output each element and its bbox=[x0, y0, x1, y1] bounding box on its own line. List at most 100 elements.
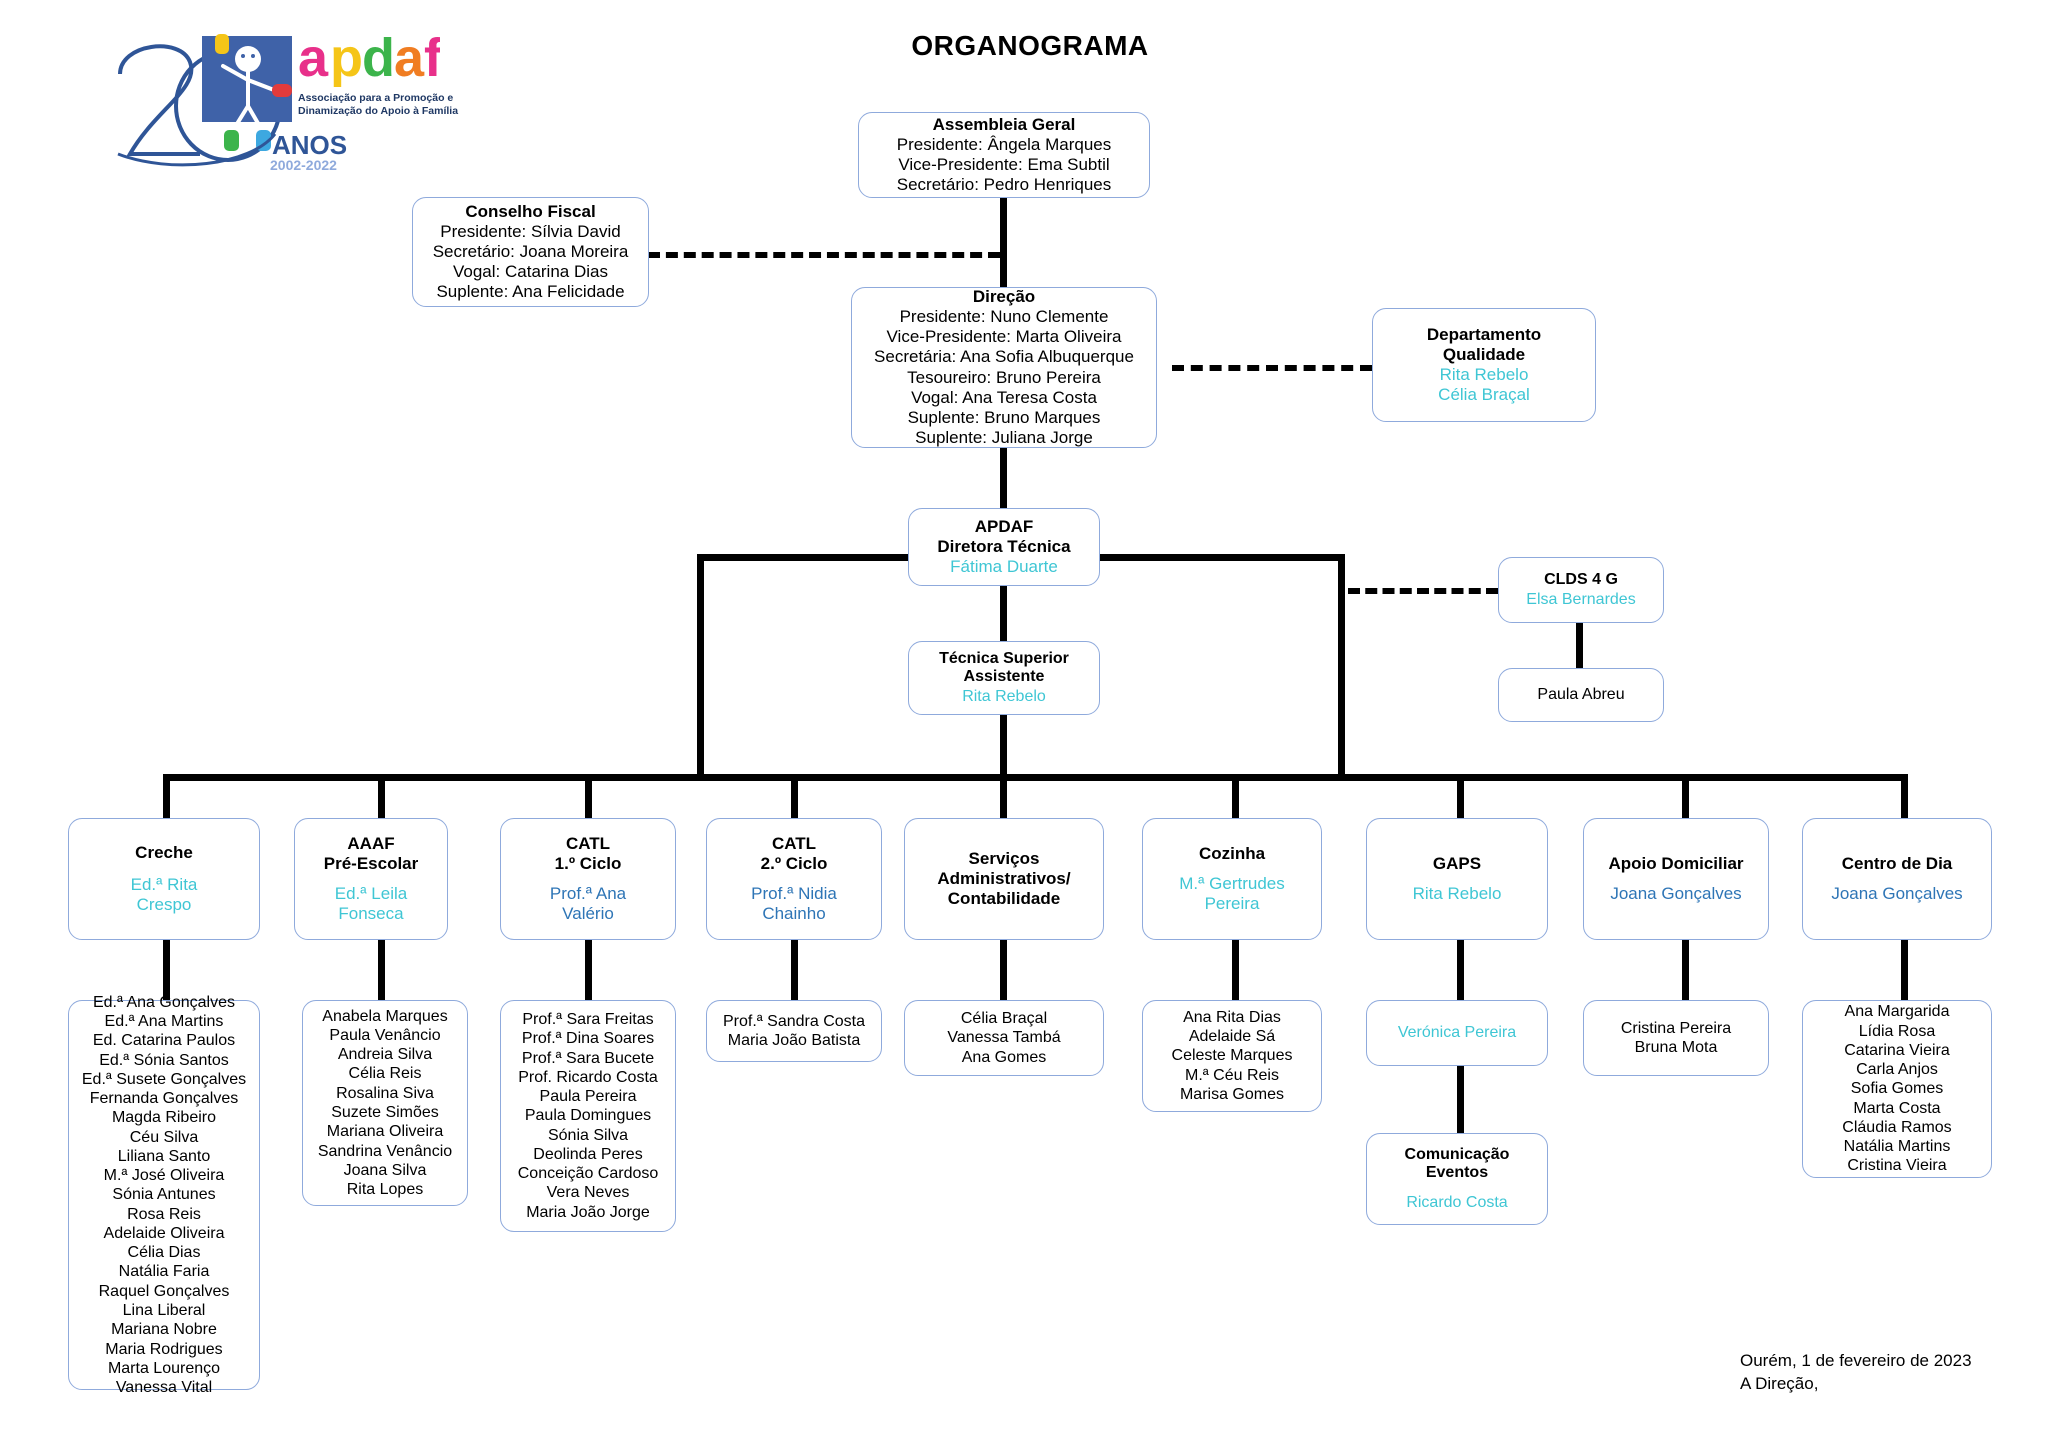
node-clds-4g[interactable]: CLDS 4 G Elsa Bernardes bbox=[1498, 557, 1664, 623]
connector-cozinha-roster bbox=[1232, 940, 1239, 1000]
node-dept-cozinha[interactable]: Cozinha M.ª Gertrudes Pereira bbox=[1142, 818, 1322, 940]
assembleia-title: Assembleia Geral bbox=[932, 114, 1076, 134]
roster-apoio-list: Cristina Pereira Bruna Mota bbox=[1620, 1019, 1732, 1056]
dept-aaaf-title: AAAF Pré-Escolar bbox=[323, 833, 419, 873]
connector-drop-apoio bbox=[1682, 774, 1689, 820]
node-conselho-fiscal[interactable]: Conselho Fiscal Presidente: Sílvia David… bbox=[412, 197, 649, 307]
roster-centro-de-dia[interactable]: Ana Margarida Lídia Rosa Catarina Vieira… bbox=[1802, 1000, 1992, 1178]
qualidade-people: Rita Rebelo Célia Braçal bbox=[1438, 364, 1530, 405]
node-dept-apoio-domiciliar[interactable]: Apoio Domiciliar Joana Gonçalves bbox=[1583, 818, 1769, 940]
roster-apoio-domiciliar[interactable]: Cristina Pereira Bruna Mota bbox=[1583, 1000, 1769, 1076]
node-departamento-qualidade[interactable]: Departamento Qualidade Rita Rebelo Célia… bbox=[1372, 308, 1596, 422]
qualidade-title: Departamento Qualidade bbox=[1426, 324, 1542, 364]
connector-direcao-apdaf bbox=[1000, 448, 1007, 508]
comunicacao-people: Ricardo Costa bbox=[1406, 1194, 1508, 1212]
node-dept-servicos[interactable]: Serviços Administrativos/ Contabilidade bbox=[904, 818, 1104, 940]
dept-servicos-title: Serviços Administrativos/ Contabilidade bbox=[937, 848, 1071, 909]
direcao-lines: Presidente: Nuno Clemente Vice-President… bbox=[874, 307, 1134, 447]
connector-drop-gaps bbox=[1457, 774, 1464, 820]
connector-creche-roster bbox=[163, 940, 170, 1000]
svg-text:p: p bbox=[330, 28, 363, 88]
connector-catl2-roster bbox=[791, 940, 798, 1000]
connector-apdaf-clds-dashed bbox=[1348, 588, 1498, 594]
apdaf-people: Fátima Duarte bbox=[950, 556, 1058, 576]
node-dept-catl2[interactable]: CATL 2.º Ciclo Prof.ª Nidia Chainho bbox=[706, 818, 882, 940]
node-comunicacao-eventos[interactable]: Comunicação Eventos Ricardo Costa bbox=[1366, 1133, 1548, 1225]
logo-tagline: Associação para a Promoção e Dinamização… bbox=[298, 92, 459, 118]
roster-creche[interactable]: Ed.ª Ana Gonçalves Ed.ª Ana Martins Ed. … bbox=[68, 994, 260, 1396]
clds-title: CLDS 4 G bbox=[1544, 570, 1618, 588]
connector-aaaf-roster bbox=[378, 940, 385, 1000]
roster-catl2[interactable]: Prof.ª Sandra Costa Maria João Batista bbox=[706, 1000, 882, 1062]
node-dept-creche[interactable]: Creche Ed.ª Rita Crespo bbox=[68, 818, 260, 940]
roster-cozinha-list: Ana Rita Dias Adelaide Sá Celeste Marque… bbox=[1171, 1008, 1293, 1103]
node-dept-aaaf[interactable]: AAAF Pré-Escolar Ed.ª Leila Fonseca bbox=[294, 818, 448, 940]
roster-servicos[interactable]: Célia Braçal Vanessa Tambá Ana Gomes bbox=[904, 1000, 1104, 1076]
apdaf-logo: a p d a f ANOS 2002-2022 Associação para… bbox=[60, 14, 458, 174]
clds-child-title: Paula Abreu bbox=[1537, 685, 1625, 703]
node-paula-abreu[interactable]: Paula Abreu bbox=[1498, 668, 1664, 722]
dept-catl2-title: CATL 2.º Ciclo bbox=[760, 833, 828, 873]
node-apdaf-diretora-tecnica[interactable]: APDAF Diretora Técnica Fátima Duarte bbox=[908, 508, 1100, 586]
connector-left-arm-top bbox=[697, 554, 1007, 561]
conselho-fiscal-lines: Presidente: Sílvia David Secretário: Joa… bbox=[432, 221, 629, 302]
connector-gaps-comunicacao bbox=[1457, 1065, 1464, 1135]
logo-graphic: a p d a f ANOS 2002-2022 bbox=[117, 28, 443, 173]
connector-drop-catl1 bbox=[585, 774, 592, 820]
dept-apoio-title: Apoio Domiciliar bbox=[1608, 853, 1744, 873]
node-dept-catl1[interactable]: CATL 1.º Ciclo Prof.ª Ana Valério bbox=[500, 818, 676, 940]
dept-catl2-people: Prof.ª Nidia Chainho bbox=[751, 883, 837, 924]
svg-text:d: d bbox=[362, 28, 395, 88]
dept-apoio-people: Joana Gonçalves bbox=[1610, 883, 1742, 903]
connector-drop-servicos bbox=[1000, 774, 1007, 820]
tecnica-people: Rita Rebelo bbox=[962, 688, 1046, 706]
node-assembleia-geral[interactable]: Assembleia Geral Presidente: Ângela Marq… bbox=[858, 112, 1150, 198]
connector-right-arm bbox=[1338, 554, 1345, 779]
svg-text:a: a bbox=[298, 28, 329, 88]
dept-centro-title: Centro de Dia bbox=[1841, 853, 1953, 873]
dept-catl1-title: CATL 1.º Ciclo bbox=[554, 833, 622, 873]
comunicacao-title: Comunicação Eventos bbox=[1404, 1145, 1510, 1182]
node-dept-centro-de-dia[interactable]: Centro de Dia Joana Gonçalves bbox=[1802, 818, 1992, 940]
footer-signature: Ourém, 1 de fevereiro de 2023 A Direção, bbox=[1740, 1351, 1972, 1393]
dept-creche-title: Creche bbox=[135, 842, 193, 862]
connector-tecnica-bus bbox=[1000, 715, 1007, 779]
connector-conselho-fiscal-dashed bbox=[648, 252, 1000, 258]
roster-centro-list: Ana Margarida Lídia Rosa Catarina Vieira… bbox=[1842, 1003, 1952, 1175]
roster-aaaf-list: Anabela Marques Paula Venâncio Andreia S… bbox=[317, 1007, 453, 1199]
connector-apdaf-tecnica bbox=[1000, 585, 1007, 642]
dept-cozinha-people: M.ª Gertrudes Pereira bbox=[1179, 873, 1285, 914]
conselho-fiscal-title: Conselho Fiscal bbox=[465, 201, 596, 221]
roster-catl1-list: Prof.ª Sara Freitas Prof.ª Dina Soares P… bbox=[517, 1011, 659, 1221]
direcao-title: Direção bbox=[972, 287, 1036, 307]
roster-creche-list: Ed.ª Ana Gonçalves Ed.ª Ana Martins Ed. … bbox=[81, 993, 247, 1397]
dept-gaps-title: GAPS bbox=[1432, 853, 1482, 873]
roster-gaps-list: Verónica Pereira bbox=[1397, 1024, 1517, 1042]
connector-left-arm bbox=[697, 554, 704, 779]
connector-drop-catl2 bbox=[791, 774, 798, 820]
node-direcao[interactable]: Direção Presidente: Nuno Clemente Vice-P… bbox=[851, 287, 1157, 448]
dept-gaps-people: Rita Rebelo bbox=[1412, 883, 1502, 903]
roster-gaps[interactable]: Verónica Pereira bbox=[1366, 1000, 1548, 1066]
connector-drop-aaaf bbox=[378, 774, 385, 820]
svg-text:ANOS: ANOS bbox=[272, 130, 347, 160]
roster-catl1[interactable]: Prof.ª Sara Freitas Prof.ª Dina Soares P… bbox=[500, 1000, 676, 1232]
node-dept-gaps[interactable]: GAPS Rita Rebelo bbox=[1366, 818, 1548, 940]
assembleia-lines: Presidente: Ângela Marques Vice-Presiden… bbox=[896, 134, 1112, 195]
dept-aaaf-people: Ed.ª Leila Fonseca bbox=[334, 883, 408, 924]
connector-assembleia-direcao bbox=[1000, 196, 1007, 288]
page-title: ORGANOGRAMA bbox=[911, 30, 1149, 61]
node-tecnica-superior-assistente[interactable]: Técnica Superior Assistente Rita Rebelo bbox=[908, 641, 1100, 715]
connector-apoio-roster bbox=[1682, 940, 1689, 1000]
dept-creche-people: Ed.ª Rita Crespo bbox=[130, 874, 198, 915]
roster-aaaf[interactable]: Anabela Marques Paula Venâncio Andreia S… bbox=[302, 1000, 468, 1206]
dept-centro-people: Joana Gonçalves bbox=[1831, 883, 1963, 903]
connector-clds-paula bbox=[1576, 622, 1583, 682]
roster-cozinha[interactable]: Ana Rita Dias Adelaide Sá Celeste Marque… bbox=[1142, 1000, 1322, 1112]
connector-catl1-roster bbox=[585, 940, 592, 1000]
connector-direcao-qualidade-dashed bbox=[1172, 365, 1372, 371]
tecnica-title: Técnica Superior Assistente bbox=[939, 649, 1069, 686]
connector-department-bus bbox=[163, 774, 1908, 781]
dept-cozinha-title: Cozinha bbox=[1198, 843, 1266, 863]
